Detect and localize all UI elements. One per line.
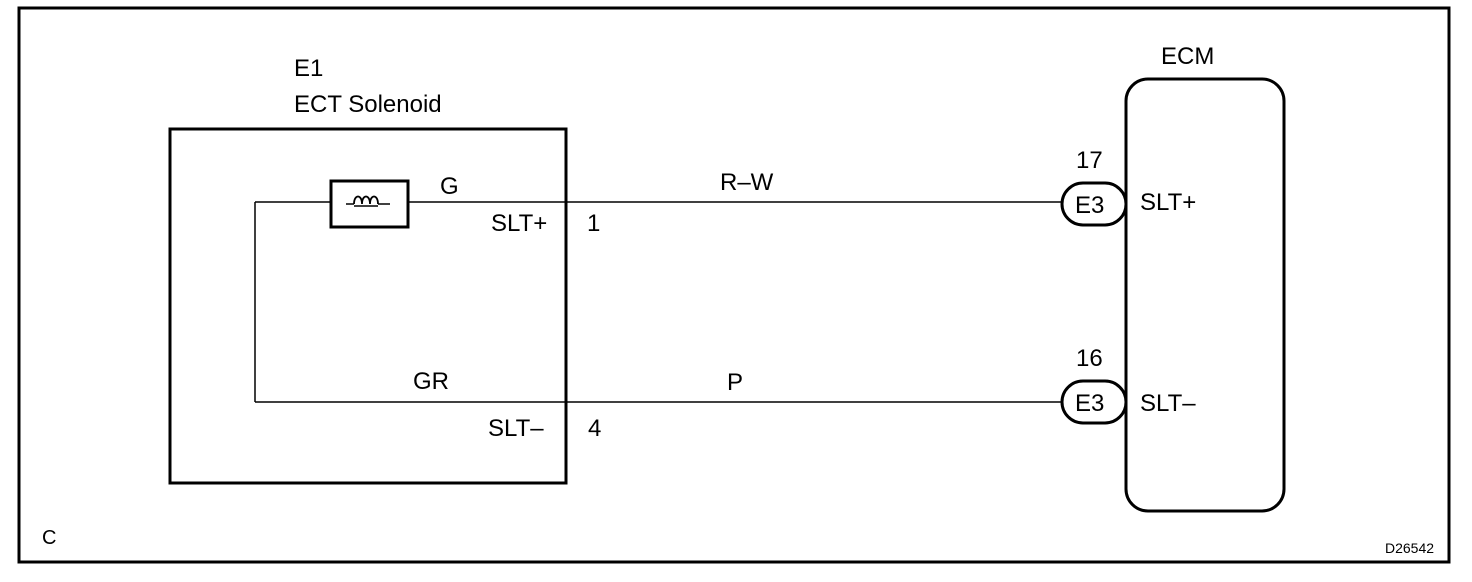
top-wire-color: R–W xyxy=(720,169,774,196)
ecm-top-pin-label: SLT+ xyxy=(1140,189,1196,216)
ecm-box xyxy=(1124,77,1286,513)
slt-minus-label: SLT– xyxy=(488,415,544,442)
ecm-bottom-pin-label: SLT– xyxy=(1140,390,1196,417)
solenoid-name-label: ECT Solenoid xyxy=(294,91,442,118)
ecm-top-connector-label: E3 xyxy=(1075,192,1104,219)
ecm-top-pin-number: 17 xyxy=(1076,147,1103,174)
slt-plus-label: SLT+ xyxy=(491,210,547,237)
connector-e3-top xyxy=(1060,181,1128,227)
coil-wire-color: G xyxy=(440,173,459,200)
ecm-bottom-connector-label: E3 xyxy=(1075,390,1104,417)
slt-minus-pin: 4 xyxy=(588,415,601,442)
return-wire-color: GR xyxy=(413,368,449,395)
ecm-bottom-pin-number: 16 xyxy=(1076,345,1103,372)
corner-letter: C xyxy=(42,527,56,549)
connector-e3-bottom xyxy=(1060,379,1128,425)
bottom-wire-color: P xyxy=(727,369,743,396)
solenoid-connector-label: E1 xyxy=(294,55,323,82)
slt-plus-pin: 1 xyxy=(587,210,600,237)
solenoid-coil-icon xyxy=(329,179,410,229)
ecm-label: ECM xyxy=(1161,43,1214,70)
solenoid-box xyxy=(168,127,568,485)
diagram-frame xyxy=(17,6,1451,564)
figure-id: D26542 xyxy=(1385,540,1434,556)
